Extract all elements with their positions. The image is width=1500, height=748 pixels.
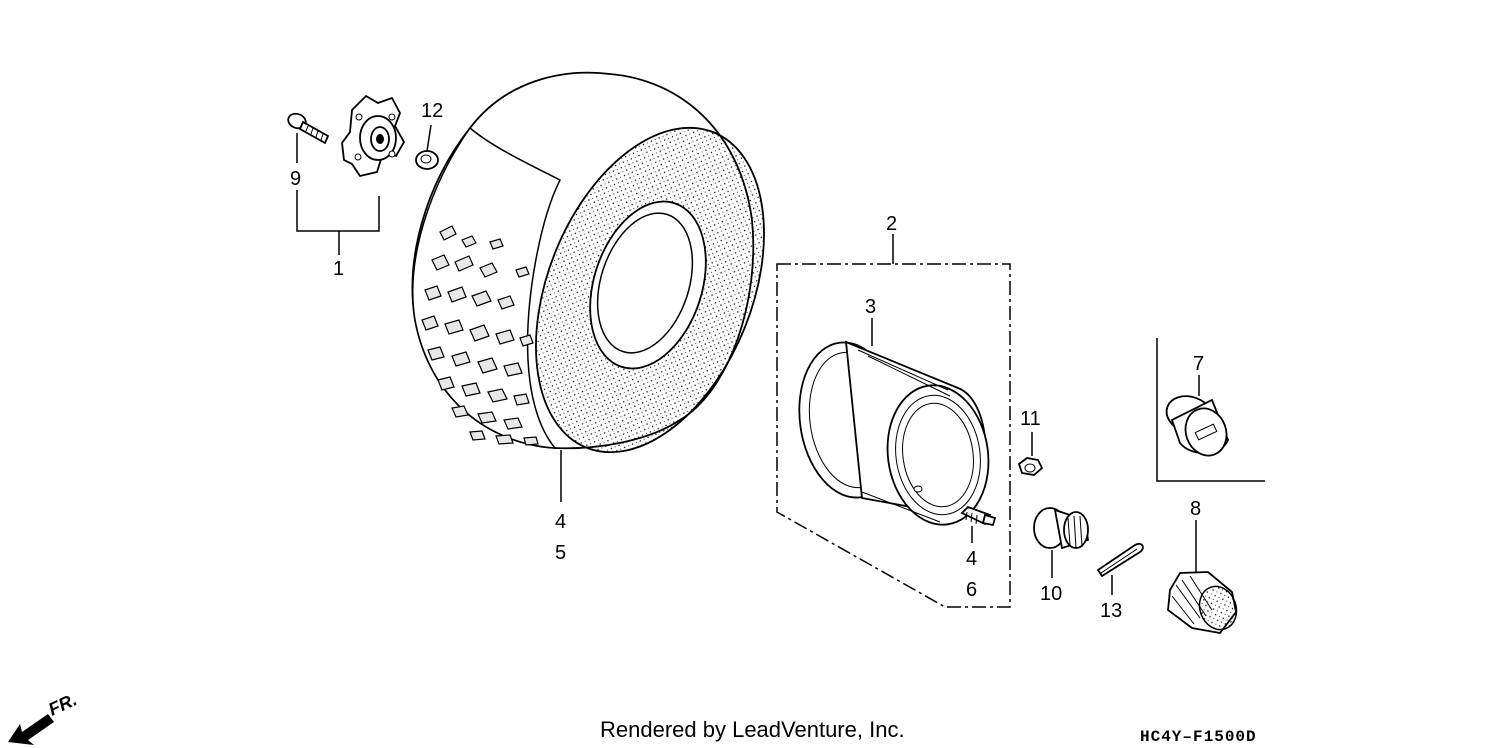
wheel-rim[interactable] xyxy=(776,234,1011,608)
callout-9: 9 xyxy=(290,168,301,190)
callout-2: 2 xyxy=(886,213,897,235)
center-cap-icon xyxy=(1167,571,1238,634)
hub-assembly[interactable] xyxy=(286,94,439,255)
cotter-pin-icon xyxy=(1096,542,1144,578)
front-label: FR. xyxy=(45,689,80,719)
bolt-icon xyxy=(287,112,330,145)
callout-8: 8 xyxy=(1190,498,1201,520)
callout-10: 10 xyxy=(1040,583,1062,605)
callout-4-valve: 4 xyxy=(966,548,977,570)
callout-4-tire: 4 xyxy=(555,511,566,533)
wheel-nut[interactable] xyxy=(1017,432,1044,476)
rim-icon xyxy=(798,340,990,526)
callout-1: 1 xyxy=(333,258,344,280)
hub-plate-icon xyxy=(341,94,406,178)
callout-11: 11 xyxy=(1020,408,1041,430)
callout-12: 12 xyxy=(421,100,443,122)
callout-6: 6 xyxy=(966,579,977,601)
render-credit: Rendered by LeadVenture, Inc. xyxy=(600,717,905,742)
hub-cap[interactable] xyxy=(1156,338,1265,482)
tread-pattern xyxy=(421,225,539,446)
diagram-code: HC4Y–F1500D xyxy=(1140,728,1257,746)
callout-3: 3 xyxy=(865,296,876,318)
cap-icon xyxy=(1165,395,1229,457)
washer-nut-icon xyxy=(415,150,439,170)
castle-nut[interactable] xyxy=(1033,507,1090,578)
callout-5: 5 xyxy=(555,542,566,564)
arrow-left-down-icon xyxy=(8,714,54,745)
front-direction-indicator: FR. xyxy=(8,689,80,745)
nut-icon xyxy=(1017,457,1044,476)
tire[interactable] xyxy=(411,71,808,502)
cotter-pin[interactable] xyxy=(1096,542,1144,595)
callout-13: 13 xyxy=(1100,600,1122,622)
castle-nut-icon xyxy=(1033,507,1090,550)
callout-7: 7 xyxy=(1193,353,1204,375)
center-cap[interactable] xyxy=(1167,520,1242,635)
valve-stem[interactable] xyxy=(960,505,997,543)
valve-icon xyxy=(960,505,997,527)
